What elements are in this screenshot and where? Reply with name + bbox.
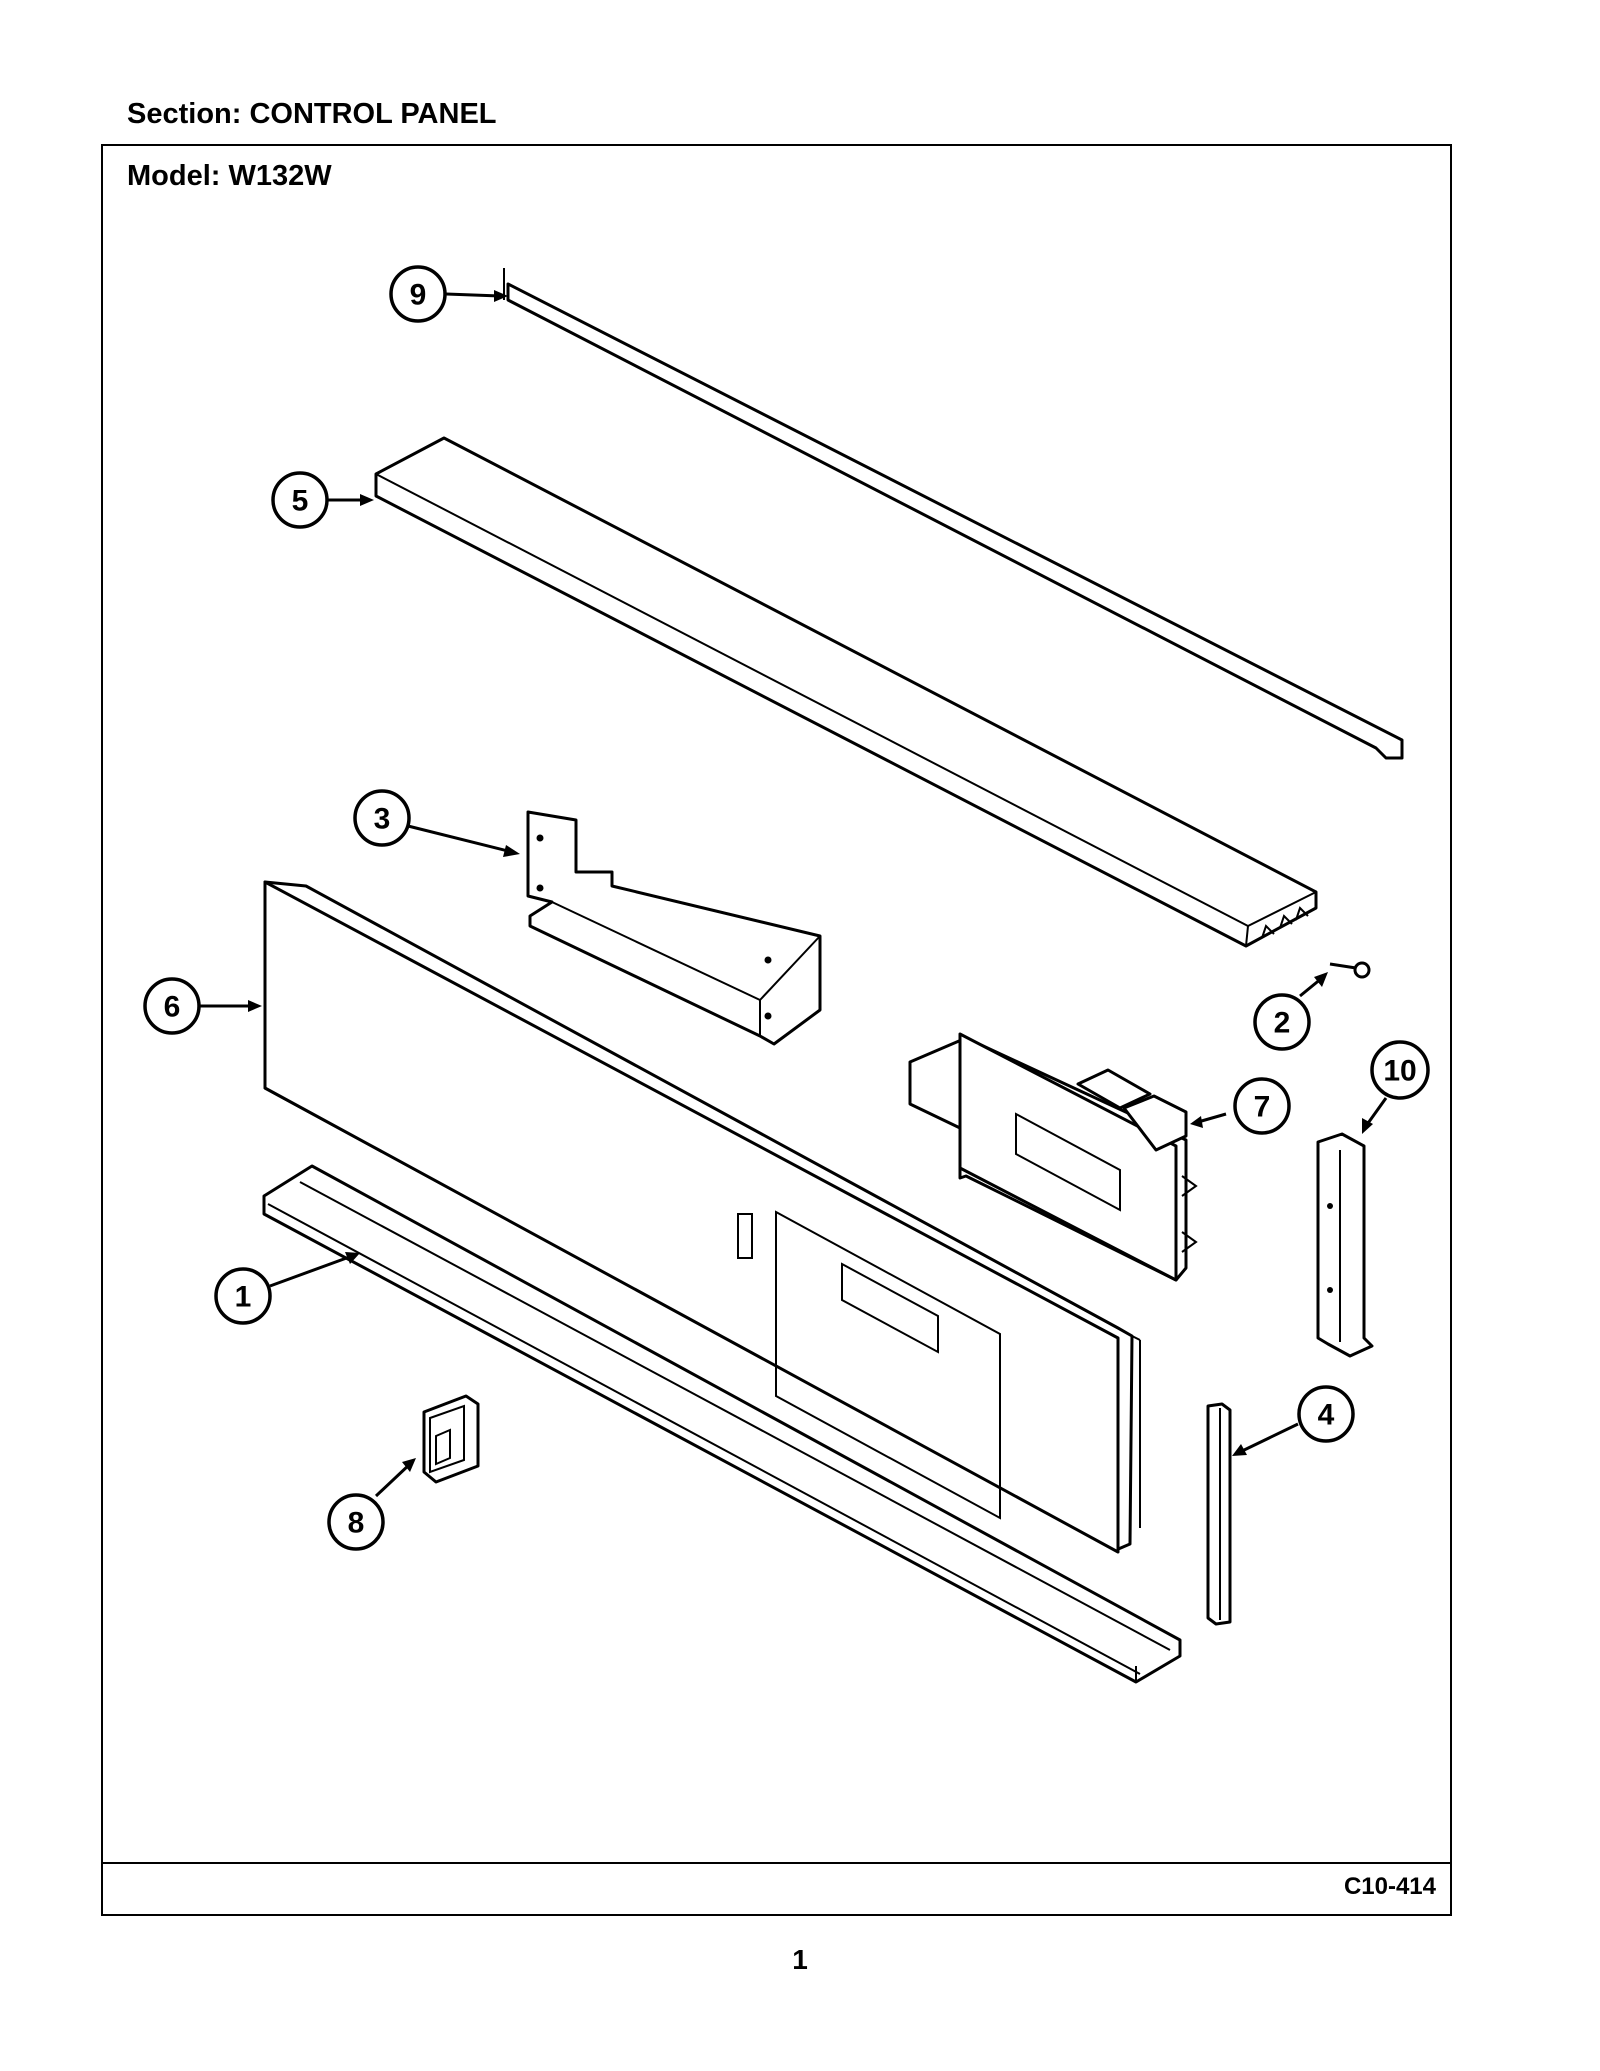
callout-10-label: 10 xyxy=(1383,1055,1416,1088)
callout-1: 1 xyxy=(214,1267,272,1325)
callout-4: 4 xyxy=(1297,1385,1355,1443)
callout-7-label: 7 xyxy=(1254,1091,1271,1124)
part-8-rocker-switch xyxy=(422,1394,480,1484)
callout-1-label: 1 xyxy=(235,1281,252,1314)
callout-8: 8 xyxy=(327,1493,385,1551)
part-9-trim-strip xyxy=(503,268,1404,760)
callout-9-label: 9 xyxy=(410,279,427,312)
drawing-code: C10-414 xyxy=(1343,1873,1436,1900)
callout-8-label: 8 xyxy=(348,1507,365,1540)
part-10-side-bracket xyxy=(1316,1132,1374,1358)
callout-5-label: 5 xyxy=(292,485,309,518)
leader-lines xyxy=(200,290,1388,1498)
model-title: Model: W132W xyxy=(127,160,332,192)
callout-6-label: 6 xyxy=(164,991,181,1024)
callout-2: 2 xyxy=(1253,993,1311,1051)
page-number: 1 xyxy=(792,1944,808,1975)
frame-divider xyxy=(101,1862,1452,1864)
callout-4-label: 4 xyxy=(1318,1399,1335,1432)
callout-2-label: 2 xyxy=(1274,1007,1291,1040)
callout-7: 7 xyxy=(1233,1077,1291,1135)
callout-3: 3 xyxy=(353,789,411,847)
part-5-top-channel xyxy=(374,436,1318,948)
diagram-frame xyxy=(101,144,1452,1916)
part-2-screw xyxy=(1329,961,1371,979)
callout-10: 10 xyxy=(1370,1040,1430,1100)
callout-6: 6 xyxy=(143,977,201,1035)
part-4-vertical-strip xyxy=(1206,1402,1232,1626)
part-1-bottom-trim xyxy=(262,1164,1182,1684)
section-title: Section: CONTROL PANEL xyxy=(127,98,497,130)
part-3-bracket xyxy=(526,810,822,1046)
callout-3-label: 3 xyxy=(374,803,391,836)
part-7-electronic-control xyxy=(908,1032,1198,1282)
callout-9: 9 xyxy=(389,265,447,323)
callout-5: 5 xyxy=(271,471,329,529)
part-6-control-panel-face xyxy=(263,880,1141,1554)
